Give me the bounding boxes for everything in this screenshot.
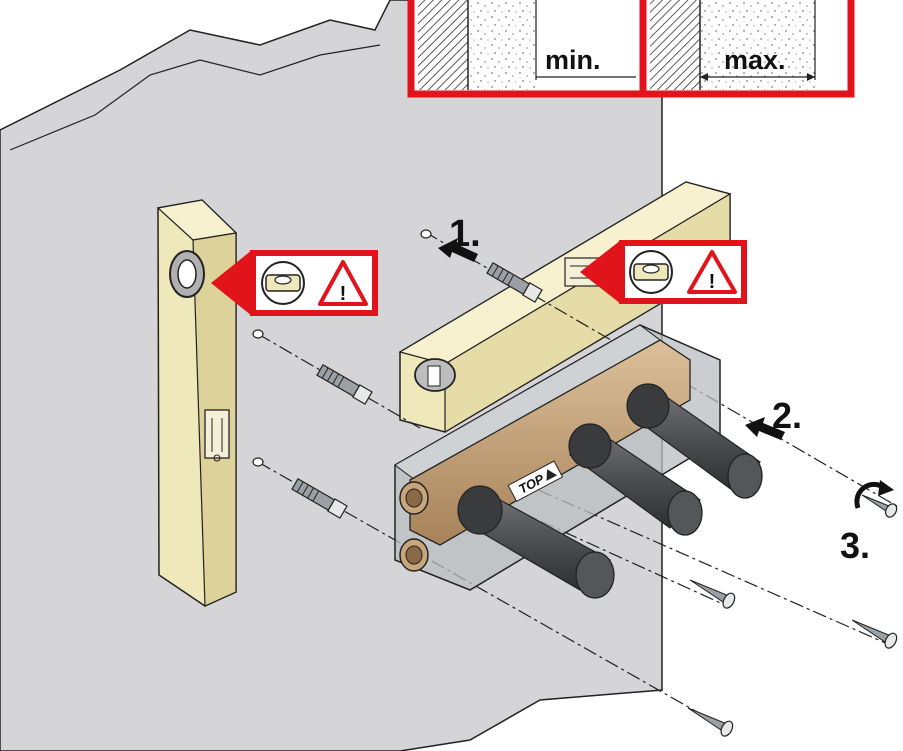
step-2-arrow <box>745 417 785 440</box>
protective-cap <box>457 485 615 599</box>
wall-thickness-inset: min. max. <box>407 0 855 98</box>
drill-hole <box>420 229 432 239</box>
rotate-arrow-icon <box>854 480 894 509</box>
max-plaster-fill <box>700 0 815 90</box>
svg-text:!: ! <box>340 283 347 305</box>
vertical-spirit-level <box>156 199 238 607</box>
screw <box>851 619 898 649</box>
level-warning-badge-left: ! <box>211 250 378 316</box>
svg-text:!: ! <box>709 271 716 293</box>
step-2-label: 2. <box>772 395 802 436</box>
min-plaster-fill <box>468 0 536 90</box>
protective-cap <box>626 383 763 499</box>
level-warning-badge-right: ! <box>580 240 747 304</box>
min-wall-hatch <box>418 0 468 90</box>
max-wall-hatch <box>650 0 700 90</box>
wall-plug <box>291 477 348 519</box>
wall-edge-line <box>9 44 381 151</box>
screw <box>689 579 736 609</box>
spirit-level-bubble-icon <box>629 250 673 294</box>
spirit-level-bubble-icon <box>261 261 305 305</box>
warning-triangle-icon: ! <box>318 260 368 306</box>
step-3-label: 3. <box>840 525 870 566</box>
drill-hole <box>252 329 264 339</box>
level-side-vial <box>204 409 230 459</box>
wall-plug <box>486 261 543 303</box>
drill-hole <box>252 457 264 467</box>
warning-triangle-icon: ! <box>687 250 737 294</box>
step-1-arrow <box>438 238 478 262</box>
wall-plug <box>316 363 373 405</box>
screw <box>687 707 734 737</box>
max-label: max. <box>724 45 786 75</box>
step-1-label: 1. <box>449 213 481 255</box>
protective-cap <box>568 423 703 536</box>
min-label: min. <box>545 45 601 75</box>
screw <box>861 494 898 518</box>
